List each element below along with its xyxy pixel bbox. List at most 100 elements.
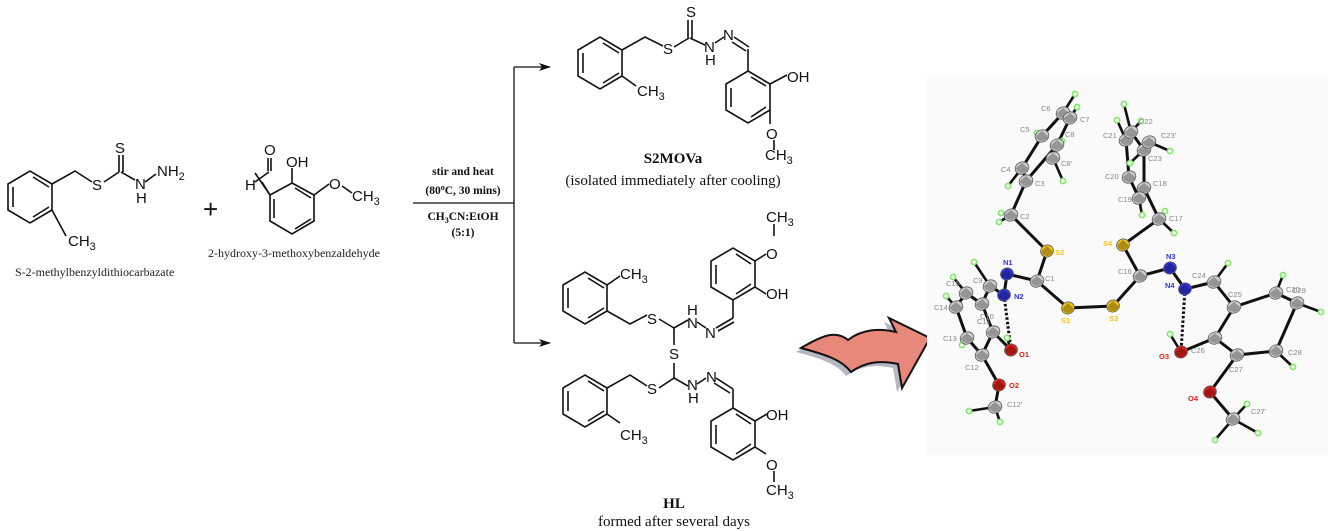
atom-octant xyxy=(1138,183,1150,193)
benzene-ring xyxy=(562,374,608,428)
atom-ellipsoid-c28 xyxy=(1268,344,1284,358)
s2mova-note: (isolated immediately after cooling) xyxy=(565,173,780,189)
atom-hydrogen xyxy=(1004,182,1012,190)
atom-octant xyxy=(960,288,972,298)
atom-label-c12: C12 xyxy=(965,363,979,372)
atom-hydrogen xyxy=(996,418,1004,426)
atom-label-n4: N4 xyxy=(1165,281,1175,290)
atom-ellipsoid-n2 xyxy=(997,288,1011,302)
atom-s: S xyxy=(92,177,102,194)
atom-label-c1: C1 xyxy=(1045,274,1055,283)
atom-octant xyxy=(989,402,1001,412)
atom-ellipsoid-s2 xyxy=(1040,244,1054,258)
reactant-1-name: S-2-methylbenzyldithiocarbazate xyxy=(15,265,174,279)
atom-ellipsoid-c27p xyxy=(1225,412,1241,426)
atom-ellipsoid-o3 xyxy=(1174,345,1188,359)
atom-label-o2: O2 xyxy=(1009,381,1019,390)
hl-structure xyxy=(562,224,775,482)
bond xyxy=(1067,304,1114,310)
atom-octant xyxy=(1153,214,1165,224)
atom-octant xyxy=(1001,269,1013,279)
atom-ellipsoid-c18 xyxy=(1136,181,1152,195)
atom-ellipsoid-n1 xyxy=(1000,267,1014,281)
atom-s: S xyxy=(647,381,657,398)
atom-octant xyxy=(998,290,1010,300)
atom-octant xyxy=(1020,176,1032,186)
atom-s: S xyxy=(647,311,657,328)
benzene-ring xyxy=(725,70,771,124)
atom-octant xyxy=(1291,298,1303,308)
atom-octant xyxy=(1117,240,1129,250)
plus-sign: + xyxy=(203,194,218,224)
bond xyxy=(1122,217,1160,247)
atom-hydrogen xyxy=(1170,229,1178,237)
reactant-2-atoms: O H OH O CH3 xyxy=(245,142,380,208)
atom-label-c10: C10 xyxy=(980,312,994,321)
atom-label-c9: C9 xyxy=(973,276,983,285)
atom-n: N xyxy=(687,377,698,394)
atom-ellipsoid-c15 xyxy=(958,286,974,300)
atom-octant xyxy=(1005,345,1017,355)
atom-label-c11: C11 xyxy=(977,317,990,326)
atom-ellipsoid-c17 xyxy=(1151,212,1167,226)
atom-label-c30: C30 xyxy=(1286,285,1300,294)
atom-ellipsoid-c7 xyxy=(1062,111,1078,125)
atom-ellipsoid-s1 xyxy=(1061,301,1075,315)
atom-s: S xyxy=(115,140,125,157)
atom-ellipsoid-c30 xyxy=(1268,286,1284,300)
atom-ellipsoid-o2 xyxy=(992,378,1006,392)
atom-hydrogen xyxy=(1279,271,1287,279)
atom-octant xyxy=(961,333,973,343)
atom-octant xyxy=(1041,246,1053,256)
bond xyxy=(1036,279,1069,310)
atom-label-c2: C2 xyxy=(1020,212,1030,221)
atom-label-c4: C4 xyxy=(1001,165,1011,174)
atom-octant xyxy=(1031,276,1043,286)
bond xyxy=(1208,354,1239,393)
atom-o: O xyxy=(766,246,778,263)
atom-ellipsoid-c25 xyxy=(1226,300,1242,314)
atom-label-s4: S4 xyxy=(1103,239,1113,248)
atom-hydrogen xyxy=(1211,436,1219,444)
atom-ch3: CH3 xyxy=(620,266,648,286)
atom-label-s2: S2 xyxy=(1055,248,1064,257)
atom-octant xyxy=(1047,153,1059,163)
atom-ellipsoid-s3 xyxy=(1106,299,1120,313)
hydrogen-bond xyxy=(1002,294,1013,351)
atom-hydrogen xyxy=(949,273,957,281)
benzene-ring xyxy=(7,170,53,224)
atom-octant xyxy=(1125,127,1137,137)
curved-arrow-icon xyxy=(796,315,932,392)
atom-ellipsoid-c3 xyxy=(1018,174,1034,188)
atom-label-c16: C16 xyxy=(1118,267,1132,276)
reactant-1-atoms: S S N H NH2 CH3 xyxy=(68,140,185,253)
atom-label-n2: N2 xyxy=(1014,292,1024,301)
atom-hydrogen xyxy=(965,407,973,415)
atom-h: H xyxy=(705,52,716,69)
atom-octant xyxy=(950,302,962,312)
atom-octant xyxy=(1231,350,1243,360)
atom-octant xyxy=(1204,387,1216,397)
atom-label-c19: C19 xyxy=(1118,195,1132,204)
atom-label-c15: C15 xyxy=(946,279,960,288)
atom-label-n1: N1 xyxy=(1003,258,1013,267)
s2mova-name: S2MOVa xyxy=(644,151,703,167)
atom-octant xyxy=(1209,333,1221,343)
atom-n: N xyxy=(704,39,715,56)
atom-label-n3: N3 xyxy=(1166,252,1176,261)
atom-label-s1: S1 xyxy=(1061,316,1070,325)
atom-label-c23p: C23' xyxy=(1161,131,1177,140)
atom-label-c8p: C8' xyxy=(1061,159,1073,168)
atom-octant xyxy=(1051,140,1063,150)
atom-octant xyxy=(1164,263,1176,273)
atom-label-o4: O4 xyxy=(1188,394,1199,403)
atom-ellipsoid-c12 xyxy=(974,348,990,362)
atom-octant xyxy=(1064,113,1076,123)
atom-octant xyxy=(1005,210,1017,220)
atom-ellipsoid-c24 xyxy=(1206,275,1222,289)
atom-label-c18: C18 xyxy=(1153,179,1167,188)
benzene-ring xyxy=(710,247,756,301)
atom-s: S xyxy=(663,41,673,58)
atom-n: N xyxy=(687,315,698,332)
atom-octant xyxy=(976,299,988,309)
